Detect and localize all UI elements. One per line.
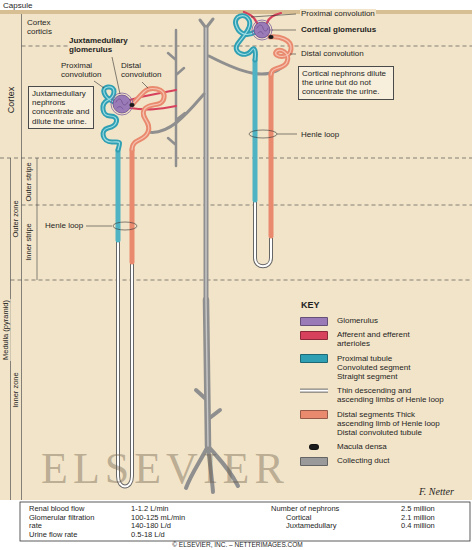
tubule-highlight [236, 16, 256, 60]
duct-tributary [168, 30, 185, 166]
structure-label: Henle loop [44, 221, 84, 230]
leader-ring [113, 222, 137, 230]
table-cell: Cortical [285, 514, 312, 523]
table-cell: 2.5 million [400, 505, 436, 514]
watermark: ELSEVIER [40, 447, 290, 491]
legend-swatch [300, 354, 328, 363]
region-label: Inner zone [12, 371, 21, 408]
cortical-nephron [236, 12, 292, 266]
legend-text: Distal segments Thick ascending limb of … [336, 410, 450, 438]
zone-boundary [0, 46, 472, 280]
thick-ascending-limb [130, 150, 135, 262]
glomerular-loops [257, 25, 268, 34]
glomerular-loops [116, 99, 128, 109]
legend-title: KEY [300, 300, 321, 310]
legend-text: Macula densa [336, 442, 466, 451]
structure-label: Henle loop [300, 130, 340, 139]
glomerulus [113, 95, 131, 113]
tubule-highlight [270, 37, 291, 75]
legend-swatch [309, 444, 319, 450]
legend-text: Glomerulus [336, 316, 466, 325]
bowman-capsule [111, 93, 133, 115]
note-text: Cortical nephrons dilute the urine but d… [302, 69, 390, 97]
table-cell: Renal blood flow [28, 505, 85, 514]
region-label: Capsule [2, 1, 33, 10]
legend-sample [300, 389, 328, 393]
region-label: Cortex [6, 86, 16, 115]
table-cell: Juxtamedullary [285, 522, 337, 531]
tubule-highlight [132, 89, 164, 150]
legend-text: Thin descending and ascending limbs of H… [336, 386, 450, 404]
macula-densa [268, 35, 273, 39]
structure-label: Distal convolution [120, 61, 170, 79]
legend-swatch [300, 410, 328, 419]
structure-label: Juxtamedullary glomerulus [68, 36, 138, 54]
legend-text: Proximal tubule Convoluted segment Strai… [336, 354, 420, 382]
leader-ring [249, 130, 277, 138]
legend-swatch [300, 317, 328, 326]
proximal-straight [253, 60, 258, 200]
note-box: Juxtamedullary nephrons concentrate and … [28, 86, 94, 129]
table-cell: 0.5-18 L/d [130, 531, 166, 540]
duct-highlight [206, 28, 208, 446]
structure-label: Distal convolution [300, 49, 365, 58]
table-cell: Number of nephrons [270, 505, 340, 514]
kidney-ground [0, 10, 472, 500]
macula-densa [129, 103, 134, 107]
thick-ascending-limb [269, 75, 274, 236]
proximal-straight [116, 150, 121, 240]
legend-swatch [300, 457, 328, 466]
table-cell: 140-180 L/d [130, 522, 172, 531]
region-label: Cortex corticis [26, 18, 66, 36]
table-cell: 1-1.2 L/min [130, 505, 170, 514]
structure-label: Proximal convolution [300, 9, 376, 18]
copyright: © ELSEVIER, INC. – NETTERIMAGES.COM [0, 542, 475, 549]
region-label: Medulla (pyramid) [1, 299, 10, 361]
legend-text: Collecting duct [336, 456, 466, 465]
collecting-duct [148, 19, 287, 492]
data-table-frame [20, 502, 470, 541]
signature: F. Netter [418, 486, 455, 498]
proximal-convolution [236, 16, 256, 60]
table-cell: 2.1 million [400, 514, 436, 523]
note-text: Juxtamedullary nephrons concentrate and … [32, 89, 90, 126]
region-label: Outer zone [12, 199, 21, 238]
table-cell: 100-125 mL/min [130, 514, 186, 523]
table-cell: Glomerular filtration rate [28, 514, 102, 531]
table-cell: 0.4 million [400, 522, 436, 531]
note-box: Cortical nephrons dilute the urine but d… [298, 66, 394, 100]
distal-convolution [132, 89, 164, 150]
table-cell: Urine flow rate [28, 531, 78, 540]
distal-convolution [270, 37, 291, 75]
capsule-band [0, 10, 472, 14]
structure-label: Cortical glomerulus [300, 25, 377, 34]
region-label: Inner stripe [25, 222, 34, 262]
region-label: Outer stripe [25, 161, 34, 202]
legend-sample-lumen [300, 390, 328, 392]
glomerulus [254, 22, 270, 38]
legend-text: Afferent and efferent arterioles [336, 330, 418, 348]
legend-swatch [300, 331, 328, 340]
juxtamedullary-nephron [103, 87, 176, 487]
structure-label: Proximal convolution [60, 61, 110, 79]
connecting-tubule [148, 94, 204, 132]
